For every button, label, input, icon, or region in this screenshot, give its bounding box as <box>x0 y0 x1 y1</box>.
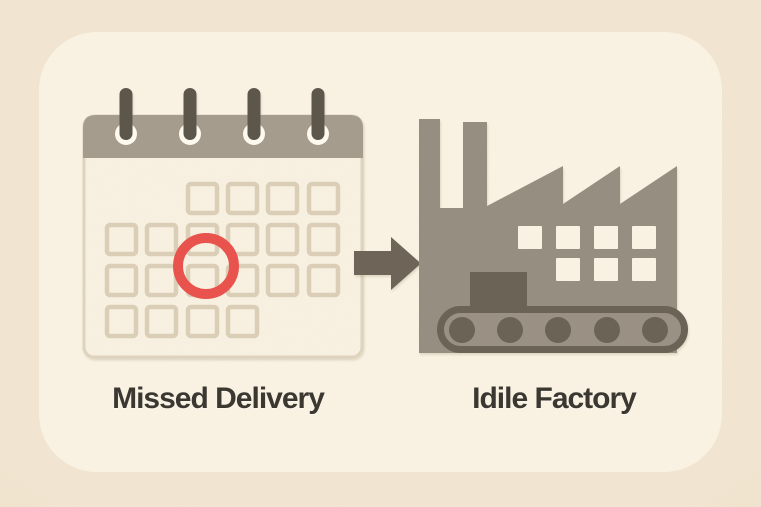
factory-icon <box>419 119 688 353</box>
crate <box>470 272 527 308</box>
arrow-right-icon <box>354 237 421 290</box>
missed-delivery-label: Missed Delivery <box>112 382 325 415</box>
idle-factory-label: Idile Factory <box>472 382 637 415</box>
calendar-icon <box>82 88 364 359</box>
